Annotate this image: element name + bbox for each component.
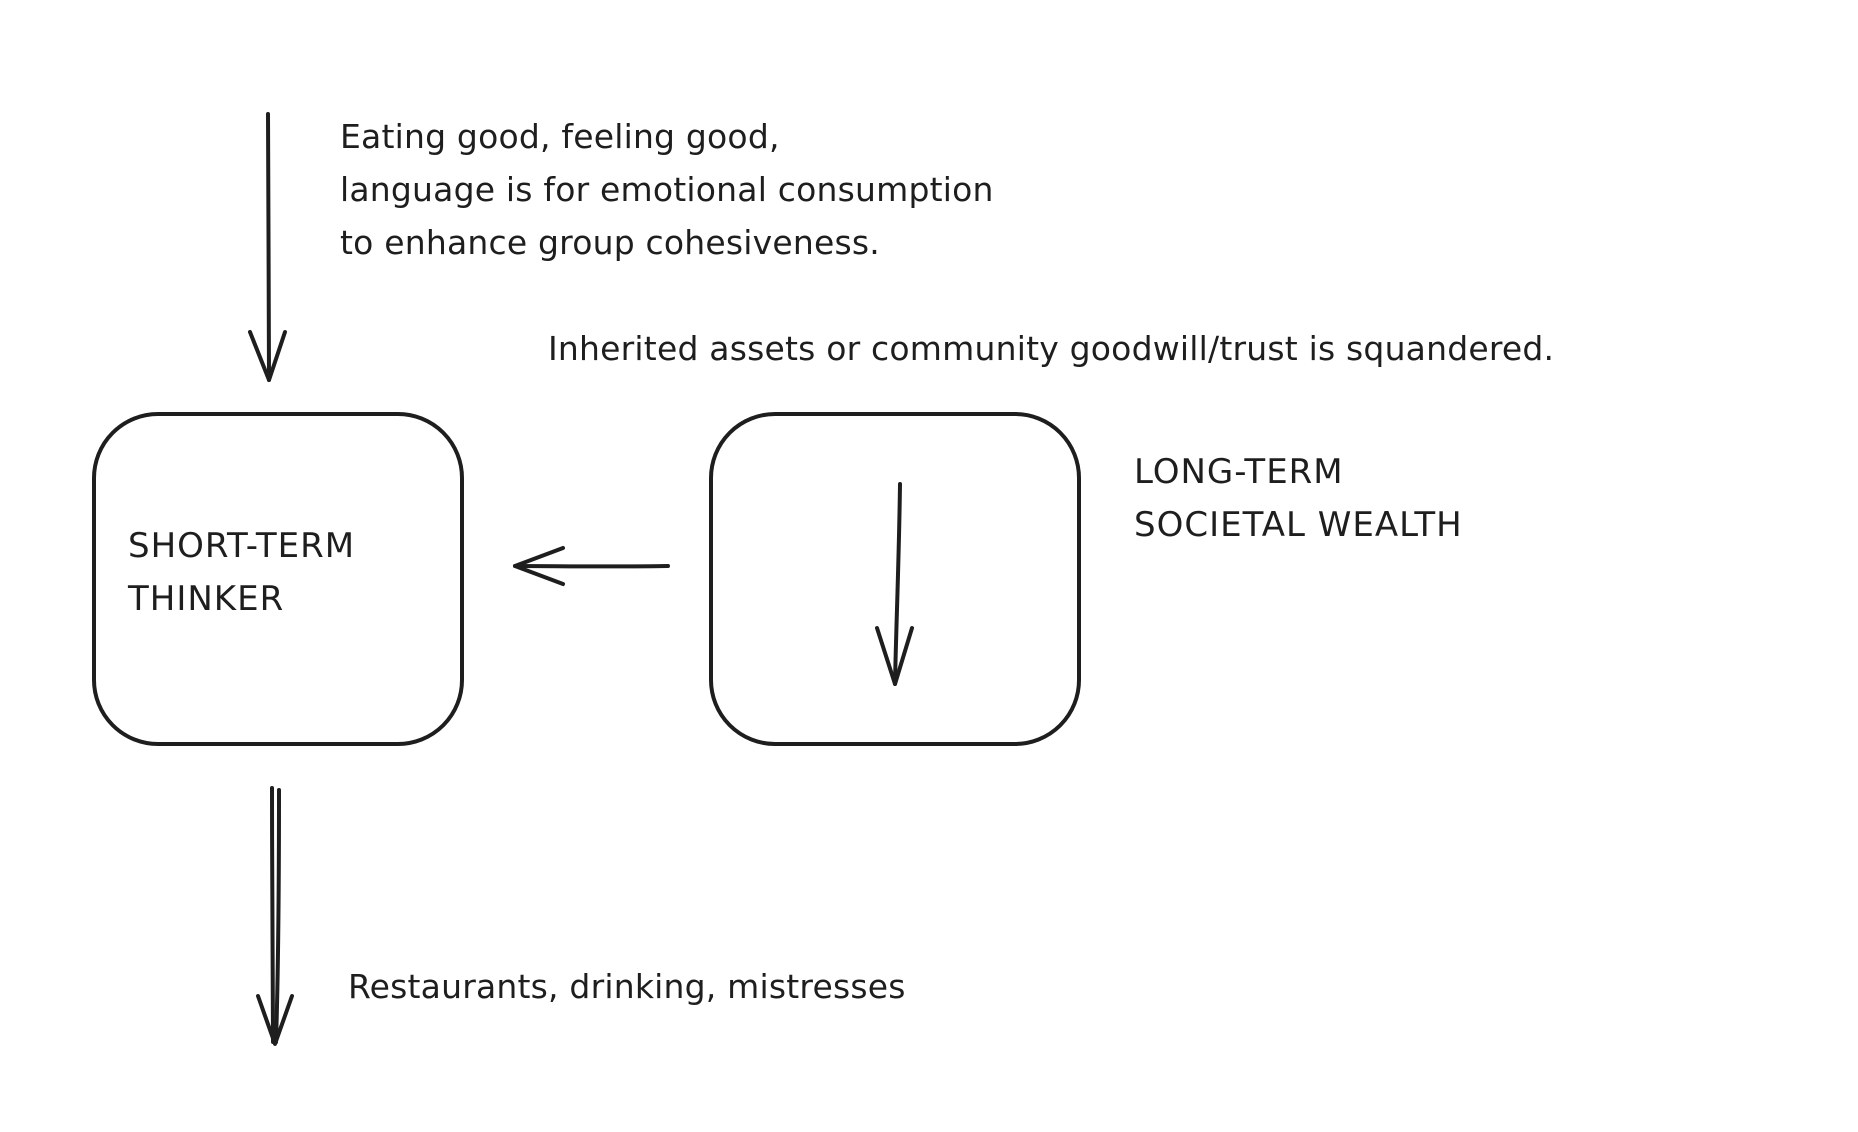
- note-restaurants-drinking: Restaurants, drinking, mistresses: [348, 967, 906, 1006]
- short-term-thinker-box[interactable]: [92, 412, 464, 746]
- arrow-wealth-decline: [875, 482, 914, 686]
- arrow-eating-to-thinker: [248, 112, 287, 382]
- arrow-thinker-to-spending: [256, 786, 294, 1046]
- note-eating-good: Eating good, feeling good, language is f…: [340, 117, 994, 262]
- long-term-wealth-box[interactable]: [709, 412, 1081, 746]
- label-long-term-societal-wealth: LONG-TERM SOCIETAL WEALTH: [1134, 452, 1463, 545]
- note-inherited-assets: Inherited assets or community goodwill/t…: [548, 329, 1555, 368]
- arrow-wealth-to-thinker: [513, 546, 670, 586]
- label-short-term-thinker: SHORT-TERM THINKER: [128, 526, 356, 619]
